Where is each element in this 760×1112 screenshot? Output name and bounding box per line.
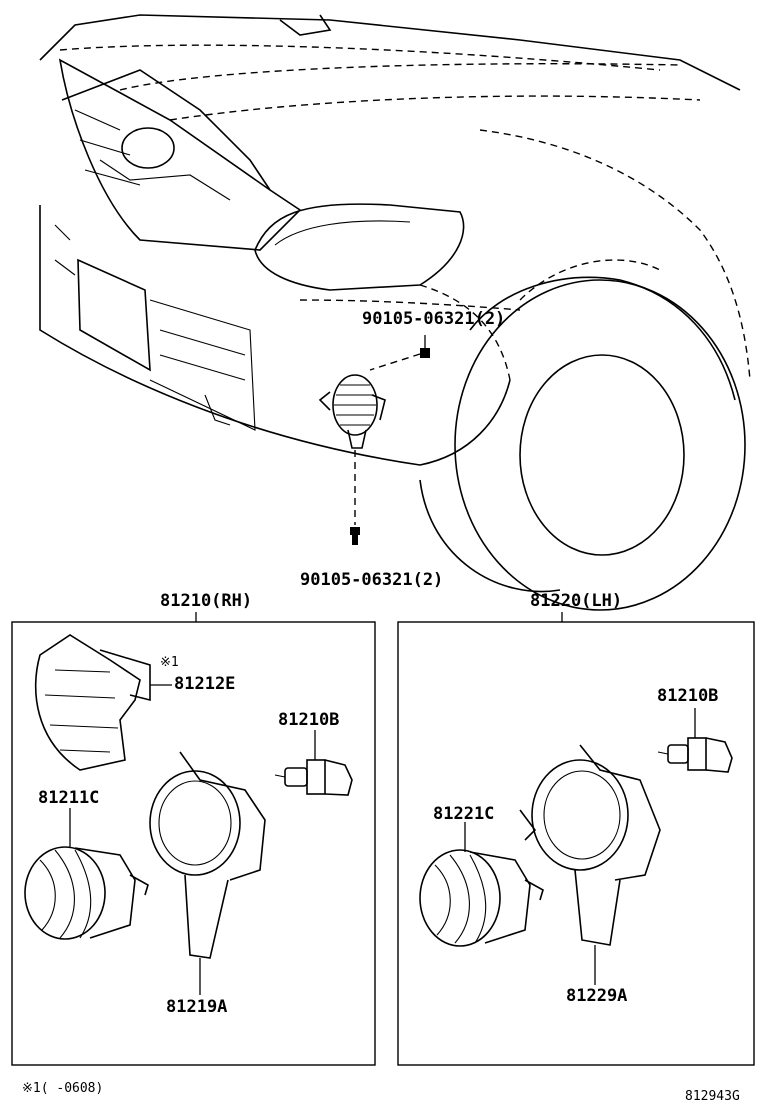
rh-cover — [34, 634, 151, 771]
footnote: ※1( -0608) — [22, 1081, 104, 1096]
upper-bolt — [369, 335, 430, 371]
lh-bulb — [657, 737, 733, 773]
callout-bracket-rh: 81219A — [166, 997, 228, 1017]
callout-assy-rh: 81210(RH) — [160, 591, 253, 611]
lh-assembly-box — [397, 621, 755, 1066]
callout-bracket-lh: 81229A — [566, 986, 628, 1006]
rh-bracket — [149, 751, 266, 959]
rh-assembly-box — [11, 621, 376, 1066]
lower-bolt — [350, 450, 360, 545]
callout-cover-rh: 81212E — [174, 674, 236, 694]
figure-code: 812943G — [685, 1089, 740, 1104]
lh-bracket — [519, 744, 661, 946]
callout-bulb-rh: 81210B — [278, 710, 340, 730]
callout-note-mark: ※1 — [160, 655, 179, 670]
rh-lamp-unit — [24, 846, 149, 940]
vehicle-front-outline — [39, 14, 751, 611]
callout-assy-lh: 81220(LH) — [530, 591, 623, 611]
callout-lamp-lh: 81221C — [433, 804, 495, 824]
callout-bulb-lh: 81210B — [657, 686, 719, 706]
callout-bolt-upper: 90105-06321(2) — [362, 309, 506, 329]
installed-fog-lamp — [318, 374, 386, 449]
callout-lamp-rh: 81211C — [38, 788, 100, 808]
callout-bolt-lower: 90105-06321(2) — [300, 570, 444, 590]
rh-bulb — [274, 759, 353, 796]
lh-lamp-unit — [419, 849, 544, 947]
